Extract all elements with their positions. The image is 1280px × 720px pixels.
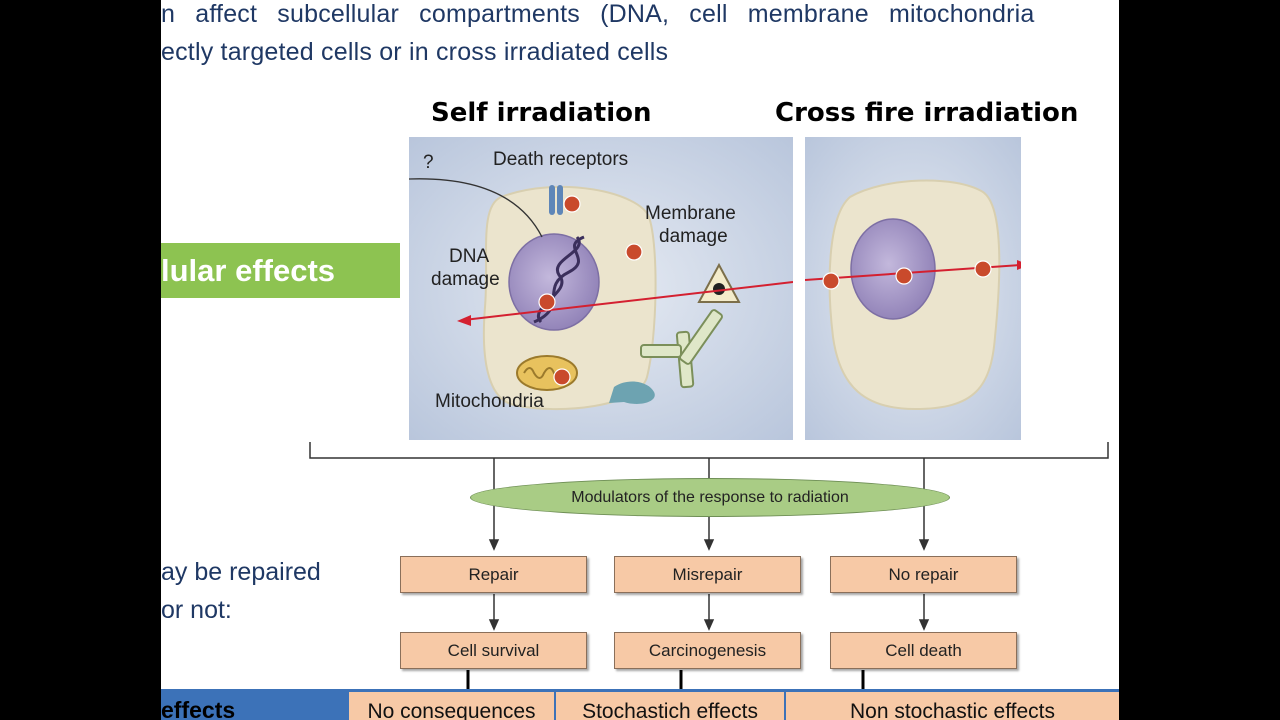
intro-line-2: ectly targeted cells or in cross irradia… xyxy=(161,38,669,66)
dna-damage-label-1: DNA xyxy=(449,246,490,267)
membrane-damage-label-1: Membrane xyxy=(645,203,736,224)
carcinogenesis-box: Carcinogenesis xyxy=(614,632,801,669)
nucleus xyxy=(850,218,936,320)
repair-note-line-1: ay be repaired xyxy=(161,558,321,586)
cross-fire-panel xyxy=(805,137,1021,440)
effects-label: effects xyxy=(161,697,236,720)
cell-survival-box: Cell survival xyxy=(400,632,587,669)
stochastic-effects-cell: Stochastich effects xyxy=(556,692,784,720)
radiation-ray xyxy=(463,281,793,321)
membrane-damage-label-2: damage xyxy=(659,226,728,247)
damage-star xyxy=(563,195,581,213)
antibody-icon xyxy=(640,309,723,389)
damage-star xyxy=(538,293,556,311)
damage-star xyxy=(625,243,643,261)
repair-box: Repair xyxy=(400,556,587,593)
damage-star xyxy=(895,267,913,285)
damage-star xyxy=(822,272,840,290)
cross-fire-heading: Cross fire irradiation xyxy=(775,98,1079,128)
self-irradiation-heading: Self irradiation xyxy=(431,98,652,128)
damage-star xyxy=(974,260,992,278)
self-irradiation-panel: ? Death receptors Membrane damage DNA da… xyxy=(409,137,793,440)
damage-star xyxy=(553,368,571,386)
nucleus xyxy=(508,233,600,331)
misrepair-box: Misrepair xyxy=(614,556,801,593)
no-consequences-cell: No consequences xyxy=(349,692,554,720)
leader-line xyxy=(409,178,543,238)
section-label: lular effects xyxy=(161,243,400,298)
modulators-ellipse: Modulators of the response to radiation xyxy=(470,478,950,517)
intro-line-1: n affect subcellular compartments (DNA, … xyxy=(161,0,1035,28)
slide: n affect subcellular compartments (DNA, … xyxy=(161,0,1119,720)
no-repair-box: No repair xyxy=(830,556,1017,593)
death-receptors-label: Death receptors xyxy=(493,149,629,170)
cell-death-box: Cell death xyxy=(830,632,1017,669)
mitochondria-label: Mitochondria xyxy=(435,391,544,412)
non-stochastic-effects-cell: Non stochastic effects xyxy=(786,692,1119,720)
dna-damage-label-2: damage xyxy=(431,269,500,290)
self-irradiation-illustration xyxy=(409,137,793,440)
repair-note-line-2: or not: xyxy=(161,596,232,624)
death-receptor-icon xyxy=(549,185,555,215)
question-mark: ? xyxy=(423,152,434,173)
cross-fire-illustration xyxy=(805,137,1021,440)
